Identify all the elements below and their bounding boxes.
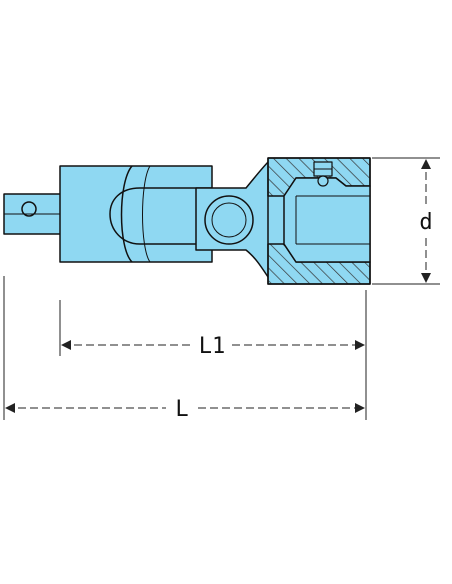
dimension-lines (3, 157, 440, 420)
dimension-label-l: L (175, 397, 188, 422)
yoke-cutout (109, 187, 212, 245)
joint-cross-inner (142, 165, 151, 263)
socket-bore (283, 177, 371, 263)
pivot-pin-inner-icon (211, 202, 247, 238)
dimension-label-l1: L1 (199, 334, 226, 359)
drive-ball-icon (21, 201, 37, 217)
socket-section (267, 157, 371, 285)
joint-cross (120, 165, 133, 263)
part-body (3, 157, 371, 285)
dimension-label-d: d (419, 210, 432, 235)
square-drive (3, 193, 63, 235)
detent-ball-icon (317, 175, 329, 187)
